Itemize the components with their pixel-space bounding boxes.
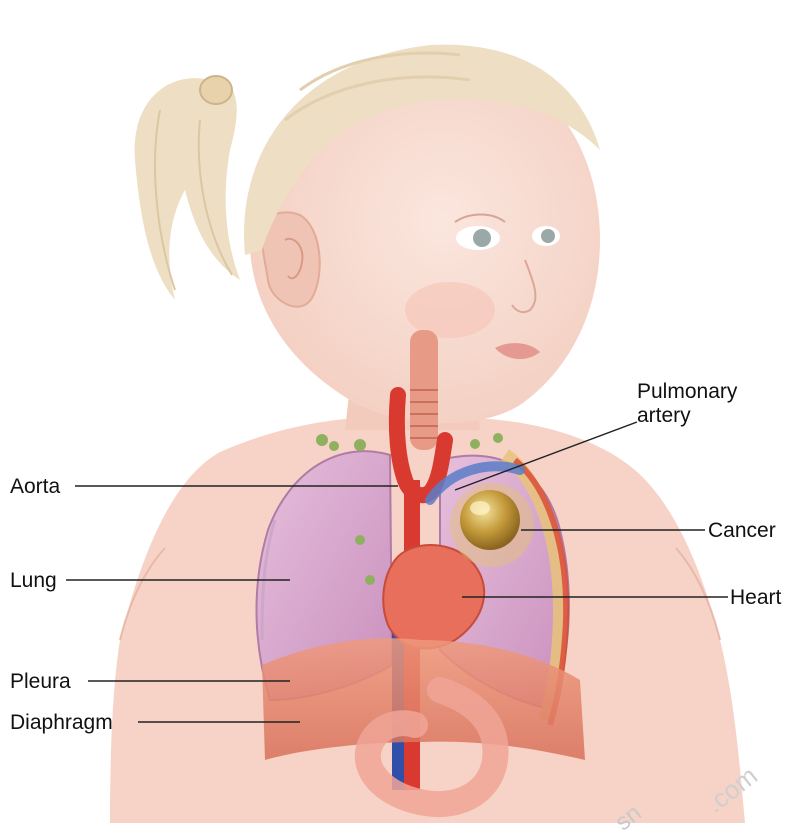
tumor xyxy=(450,483,534,567)
label-pulmonary-artery: Pulmonary artery xyxy=(637,380,737,428)
label-diaphragm: Diaphragm xyxy=(10,712,113,733)
hair-tie xyxy=(200,76,232,104)
label-heart: Heart xyxy=(730,587,781,608)
ponytail xyxy=(135,78,240,300)
label-pulmonary-line1: Pulmonary xyxy=(637,380,737,404)
label-lung: Lung xyxy=(10,570,57,591)
label-pleura: Pleura xyxy=(10,671,71,692)
label-pulmonary-line2: artery xyxy=(637,404,737,428)
label-aorta: Aorta xyxy=(10,476,60,497)
label-cancer: Cancer xyxy=(708,520,776,541)
